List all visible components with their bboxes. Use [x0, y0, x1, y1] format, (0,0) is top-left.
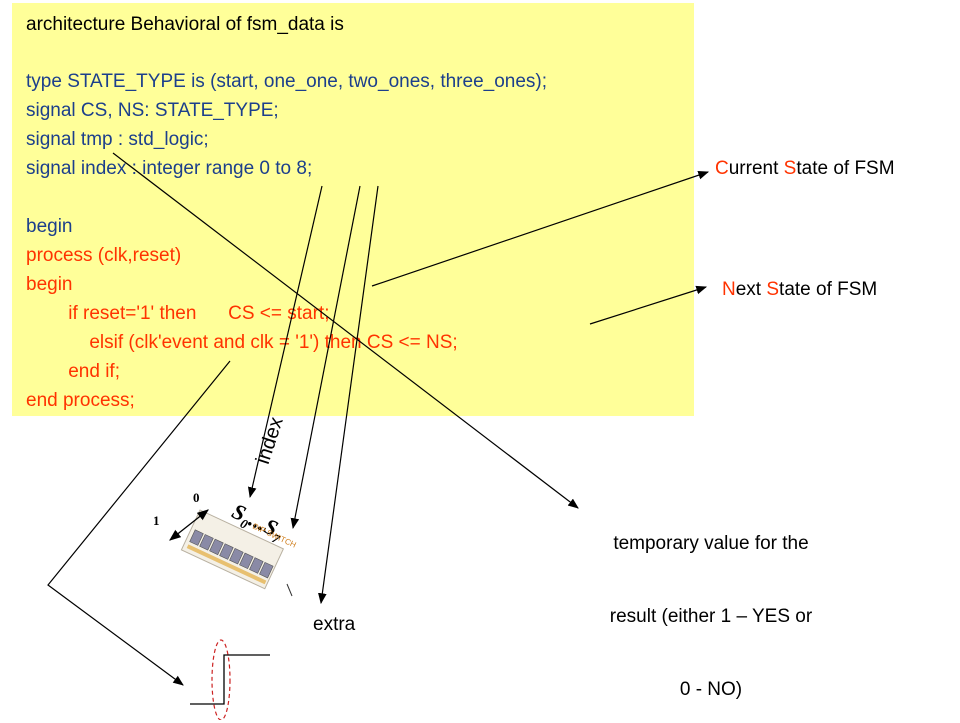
code-line-signal-index: signal index : integer range 0 to 8; [26, 158, 313, 179]
next-state-label: Next State of FSM [722, 279, 878, 300]
code-line-type: type STATE_TYPE is (start, one_one, two_… [26, 71, 548, 92]
temporary-value-label: temporary value for the result (either 1… [580, 489, 842, 723]
extra-label: extra [313, 614, 356, 635]
arrow-next-state [589, 285, 708, 325]
dip-switch-icon [180, 509, 285, 590]
dip-zero-label: 0 [193, 490, 200, 505]
code-line-architecture: architecture Behavioral of fsm_data is [26, 14, 344, 35]
code-line-process-begin: begin [26, 274, 73, 295]
rising-edge-highlight [211, 639, 231, 720]
code-listing [12, 3, 694, 416]
code-line-elsif: elsif (clk'event and clk = '1') then CS … [26, 332, 458, 353]
code-line-end-process: end process; [26, 390, 135, 411]
temporary-line-2: result (either 1 – YES or [609, 606, 813, 627]
code-line-if-reset: if reset='1' then CS <= start; [26, 303, 330, 324]
code-line-begin: begin [26, 216, 73, 237]
current-state-label: Current State of FSM [715, 158, 895, 179]
arrow-index-2 [290, 185, 361, 530]
arrow-extra [318, 185, 379, 605]
code-line-signal-cs: signal CS, NS: STATE_TYPE; [26, 100, 279, 121]
arrow-temporary [112, 152, 579, 509]
temporary-line-1: temporary value for the [613, 533, 809, 554]
arrow-clock [47, 360, 231, 686]
code-line-signal-tmp: signal tmp : std_logic; [26, 129, 209, 150]
dip-direction-arrow [169, 509, 209, 541]
code-line-end-if: end if; [26, 361, 120, 382]
dip-one-label: 1 [153, 513, 160, 528]
temporary-line-3: 0 - NO) [679, 679, 743, 700]
code-line-process: process (clk,reset) [26, 245, 182, 266]
arrow-index-1 [247, 185, 323, 499]
arrow-current-state [371, 171, 710, 287]
clock-pulse [190, 654, 270, 705]
